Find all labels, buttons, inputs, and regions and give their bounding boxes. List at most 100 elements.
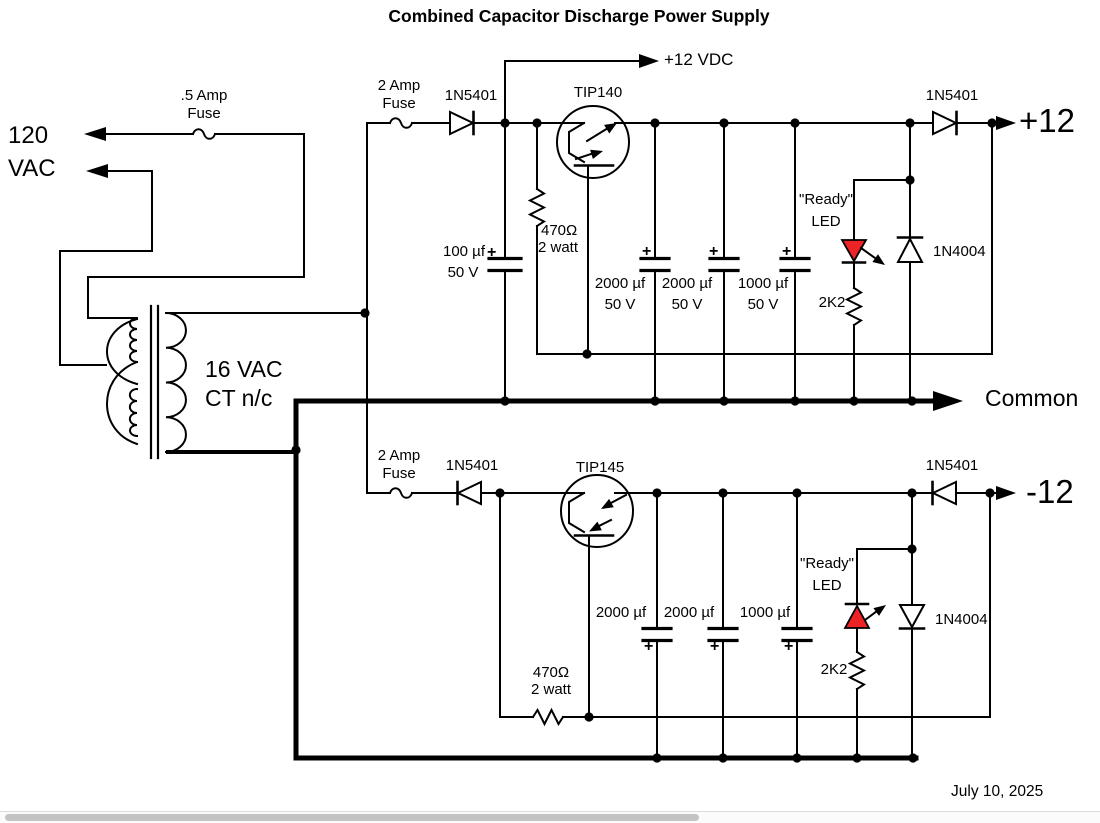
- pos-input-cap-100uf: [487, 122, 523, 402]
- pos-led-resistor-2k2: [844, 286, 864, 327]
- pos-base-resistor-470: [527, 122, 547, 355]
- neg-output-arrow-icon: [996, 486, 1016, 500]
- ac-input-wiring: [59, 127, 305, 366]
- label-plus12-output: +12: [1019, 102, 1075, 139]
- label-neg-led: LED: [812, 577, 842, 594]
- label-100uf: 100 µf: [442, 243, 486, 260]
- pos-cap-2000uf-1: [639, 122, 671, 402]
- label-neg-1n4004: 1N4004: [935, 611, 988, 628]
- negative-rail-circuit: [366, 474, 1016, 759]
- label-neg-fuse-rating: 2 Amp: [377, 447, 421, 464]
- label-vac: VAC: [8, 155, 56, 182]
- label-neg-cap1: 2000 µf: [595, 604, 647, 621]
- secondary-winding: [164, 311, 187, 454]
- label-neg-rectifier: 1N5401: [445, 457, 499, 474]
- label-neg-fuse: Fuse: [382, 465, 416, 482]
- polarity-plus: +: [487, 244, 497, 261]
- primary-loop: [106, 317, 139, 386]
- label-secondary-voltage: 16 VAC: [205, 356, 283, 382]
- polarity-plus: +: [642, 243, 652, 260]
- primary-loop: [106, 360, 139, 446]
- label-neg-2k2: 2K2: [820, 661, 848, 678]
- pos-led-icon: [840, 239, 868, 263]
- pos-output-arrow-icon: [996, 116, 1016, 130]
- common-rail: [293, 391, 963, 761]
- primary-winding: [128, 387, 139, 438]
- label-pos-ready: "Ready": [798, 191, 854, 208]
- neg-pass-transistor-tip145: [560, 474, 634, 718]
- neg-cap-2000uf-2: [707, 492, 739, 759]
- neg-led-icon: [843, 604, 871, 629]
- pos-ready-led-branch: [840, 179, 911, 402]
- label-neg-out-diode: 1N5401: [925, 457, 979, 474]
- polarity-plus: +: [644, 638, 654, 655]
- label-neg-470: 470Ω: [532, 664, 570, 681]
- pos-clamp-diode-1n4004: [896, 122, 924, 402]
- label-neg-cap3: 1000 µf: [739, 604, 791, 621]
- junction-dots: [291, 118, 997, 763]
- label-pos-fuse: Fuse: [382, 95, 416, 112]
- label-common: Common: [985, 385, 1079, 411]
- primary-fuse-symbol: [191, 128, 217, 140]
- pos-pass-transistor-tip140: [556, 105, 630, 355]
- label-tip140: TIP140: [573, 84, 623, 101]
- pos-output-diode: [932, 110, 959, 136]
- neg-cap-2000uf-1: [641, 492, 673, 759]
- polarity-plus: +: [784, 638, 794, 655]
- label-minus12-output: -12: [1026, 473, 1074, 510]
- neg-cap-1000uf: [781, 492, 813, 759]
- label-pos-2k2: 2K2: [818, 294, 846, 311]
- label-100uf-volts: 50 V: [447, 264, 479, 281]
- label-pos-led: LED: [811, 213, 841, 230]
- primary-winding: [129, 316, 139, 364]
- label-12vdc-tap: +12 VDC: [664, 50, 734, 69]
- led-emission-arrow-icon: [872, 254, 885, 265]
- neg-ready-led-branch: [843, 548, 913, 759]
- neg-fuse-symbol: [388, 487, 414, 499]
- polarity-plus: +: [709, 243, 719, 260]
- label-pos-1n4004: 1N4004: [933, 243, 986, 260]
- transformer-symbol: [106, 122, 368, 494]
- label-pos-out-diode: 1N5401: [925, 87, 979, 104]
- label-tip145: TIP145: [575, 459, 625, 476]
- polarity-plus: +: [782, 243, 792, 260]
- pos-cap-1000uf: [779, 122, 811, 402]
- label-center-tap: CT n/c: [205, 385, 273, 411]
- neg-led-resistor-2k2: [847, 650, 867, 691]
- label-primary-fuse: Fuse: [187, 105, 221, 122]
- ac-arrow-icon: [86, 164, 108, 178]
- label-pos-rectifier: 1N5401: [444, 87, 498, 104]
- horizontal-scrollbar[interactable]: [0, 811, 1100, 823]
- label-pos-cap2-volts: 50 V: [671, 296, 703, 313]
- common-arrow-icon: [933, 391, 963, 411]
- label-neg-470-watt: 2 watt: [530, 681, 572, 698]
- neg-clamp-diode-1n4004: [898, 492, 926, 759]
- date-stamp: July 10, 2025: [951, 783, 1044, 800]
- transformer-core: [149, 304, 160, 460]
- pos-rectifier-diode: [449, 110, 476, 136]
- label-pos-fuse-rating: 2 Amp: [377, 77, 421, 94]
- positive-rail-circuit: [366, 54, 1016, 402]
- label-primary-fuse-rating: .5 Amp: [180, 87, 228, 104]
- led-emission-arrow-icon: [873, 605, 886, 616]
- polarity-plus: +: [710, 638, 720, 655]
- page-title: Combined Capacitor Discharge Power Suppl…: [388, 6, 770, 26]
- label-pos-cap1-volts: 50 V: [604, 296, 636, 313]
- label-pos-470-watt: 2 watt: [538, 239, 579, 256]
- pos-fuse-symbol: [388, 117, 414, 129]
- label-neg-ready: "Ready": [799, 555, 855, 572]
- label-pos-cap2: 2000 µf: [661, 275, 713, 292]
- neg-output-diode: [930, 480, 957, 506]
- pos-dc-tap: [504, 54, 659, 124]
- pos-emitter-rail: [536, 122, 993, 355]
- neg-rectifier-diode: [455, 480, 482, 506]
- neg-emitter-rail: [562, 492, 991, 718]
- scrollbar-thumb[interactable]: [5, 814, 699, 821]
- dc-tap-arrow-icon: [639, 54, 659, 68]
- ac-arrow-icon: [84, 127, 106, 141]
- label-pos-cap3: 1000 µf: [737, 275, 789, 292]
- label-pos-cap3-volts: 50 V: [747, 296, 779, 313]
- label-120: 120: [8, 122, 49, 149]
